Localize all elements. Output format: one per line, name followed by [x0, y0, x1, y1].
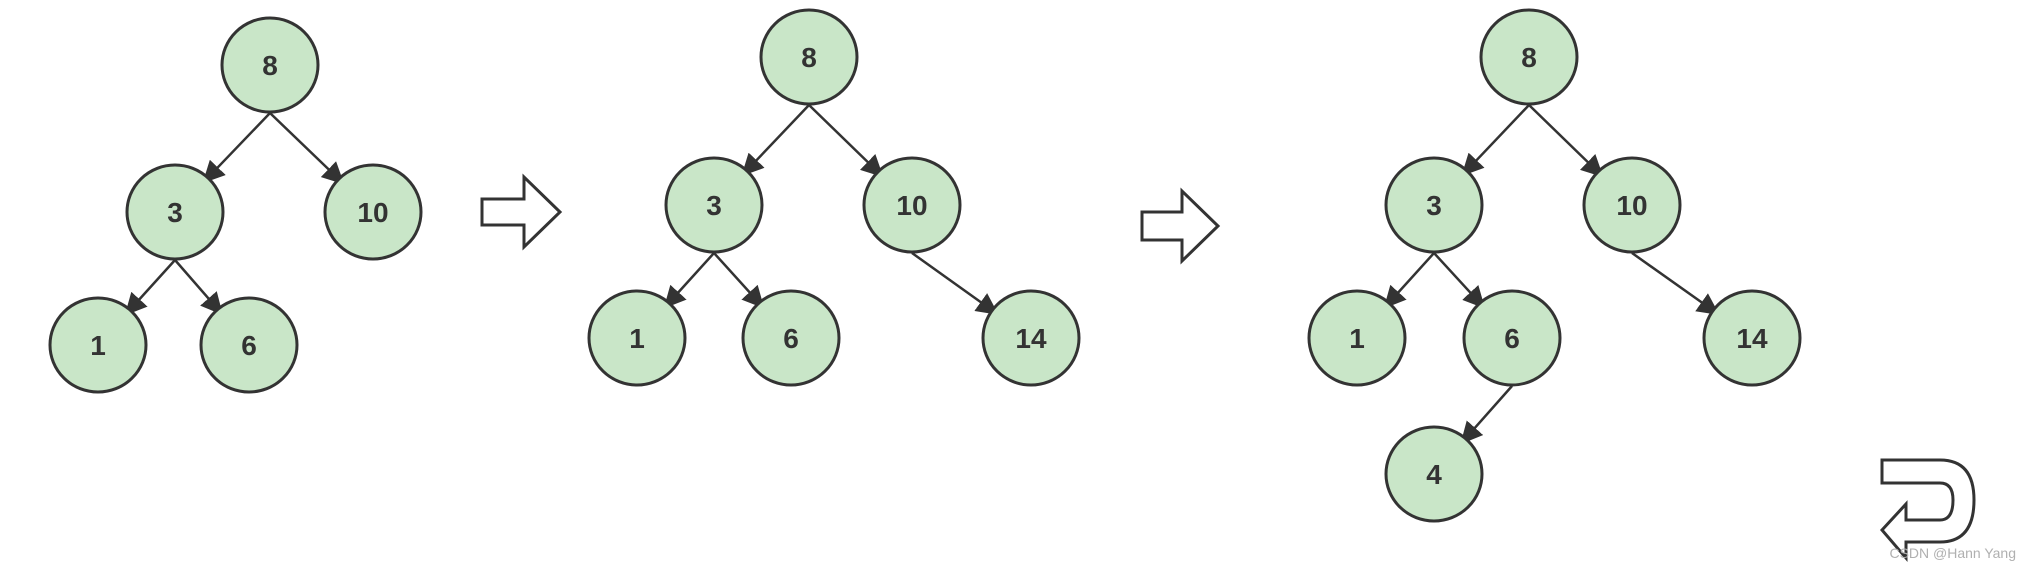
- tree-3-edge-3-to-1: [1383, 252, 1435, 309]
- tree-1-edge-3-to-1: [124, 259, 176, 316]
- node-circle: [759, 8, 859, 106]
- tree-1-node-3: 3: [125, 163, 225, 261]
- node-circle: [981, 289, 1081, 387]
- node-circle: [1307, 289, 1407, 387]
- tree-3-node-6: 6: [1462, 289, 1562, 387]
- nodes-layer: 8 3 10 1 6 8 3 10 1 6 14 8 3 10 1 6 14 4: [48, 8, 1802, 523]
- node-label: 14: [1736, 323, 1768, 354]
- tree-3-node-10: 10: [1582, 156, 1682, 254]
- node-label: 10: [357, 197, 388, 228]
- node-label: 3: [1426, 190, 1442, 221]
- node-label: 8: [1521, 42, 1537, 73]
- edges-layer: [124, 104, 1720, 445]
- node-circle: [199, 296, 299, 394]
- node-circle: [1702, 289, 1802, 387]
- tree-1-node-1: 1: [48, 296, 148, 394]
- node-label: 6: [1504, 323, 1520, 354]
- node-circle: [323, 163, 423, 261]
- tree-1-edge-8-to-3: [202, 112, 271, 184]
- node-circle: [1582, 156, 1682, 254]
- node-label: 6: [241, 330, 257, 361]
- tree-3-edge-10-to-14: [1631, 251, 1720, 315]
- tree-3-node-14: 14: [1702, 289, 1802, 387]
- right-arrow-icon: [480, 173, 563, 251]
- node-label: 1: [629, 323, 645, 354]
- tree-2-node-10: 10: [862, 156, 962, 254]
- node-circle: [125, 163, 225, 261]
- tree-1-node-8: 8: [220, 16, 320, 114]
- tree-1-edge-8-to-10: [269, 112, 345, 185]
- tree-2-node-8: 8: [759, 8, 859, 106]
- node-circle: [1384, 156, 1484, 254]
- node-label: 6: [783, 323, 799, 354]
- node-circle: [862, 156, 962, 254]
- tree-1-node-6: 6: [199, 296, 299, 394]
- node-label: 4: [1426, 459, 1442, 490]
- tree-1-edge-3-to-6: [174, 259, 223, 315]
- tree-2-node-6: 6: [741, 289, 841, 387]
- node-circle: [1479, 8, 1579, 106]
- node-label: 3: [167, 197, 183, 228]
- node-label: 3: [706, 190, 722, 221]
- node-circle: [741, 289, 841, 387]
- node-circle: [587, 289, 687, 387]
- tree-2-node-3: 3: [664, 156, 764, 254]
- node-label: 8: [801, 42, 817, 73]
- node-circle: [48, 296, 148, 394]
- tree-3-node-1: 1: [1307, 289, 1407, 387]
- node-label: 1: [90, 330, 106, 361]
- node-label: 10: [896, 190, 927, 221]
- node-circle: [1462, 289, 1562, 387]
- node-circle: [220, 16, 320, 114]
- tree-2-node-14: 14: [981, 289, 1081, 387]
- return-arrow-icon: [1879, 458, 1976, 563]
- tree-1-node-10: 10: [323, 163, 423, 261]
- node-label: 1: [1349, 323, 1365, 354]
- tree-3-node-4: 4: [1384, 425, 1484, 523]
- node-label: 8: [262, 50, 278, 81]
- node-circle: [1384, 425, 1484, 523]
- tree-2-edge-3-to-6: [713, 252, 765, 309]
- tree-2-edge-8-to-10: [808, 104, 884, 178]
- tree-3-edge-3-to-6: [1433, 252, 1486, 309]
- tree-3-node-3: 3: [1384, 156, 1484, 254]
- node-label: 10: [1616, 190, 1647, 221]
- tree-2-node-1: 1: [587, 289, 687, 387]
- watermark: CSDN @Hann Yang: [1889, 545, 2016, 561]
- node-label: 14: [1015, 323, 1047, 354]
- tree-3-node-8: 8: [1479, 8, 1579, 106]
- tree-2-edge-3-to-1: [663, 252, 715, 309]
- node-circle: [664, 156, 764, 254]
- tree-3-edge-8-to-10: [1528, 104, 1604, 178]
- right-arrow-icon: [1140, 187, 1221, 265]
- tree-2-edge-10-to-14: [911, 251, 999, 315]
- tree-3-edge-8-to-3: [1461, 104, 1530, 177]
- tree-2-edge-8-to-3: [741, 104, 810, 177]
- tree-3-edge-6-to-4: [1460, 385, 1513, 445]
